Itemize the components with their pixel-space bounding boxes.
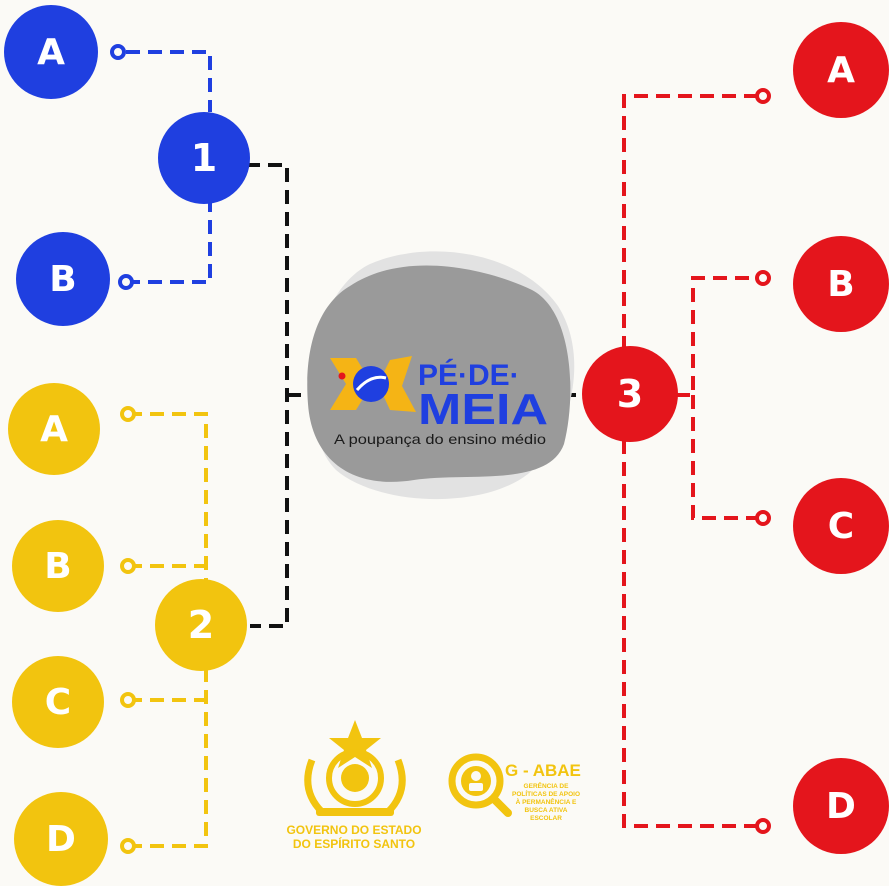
node-yellow-b: B [12,520,104,612]
node-red-b: B [793,236,889,332]
node-yellow-d: D [14,792,108,886]
node-blue-b: B [16,232,110,326]
logo-title-line1: PÉ·DE· [418,358,520,392]
endpoint-yellow-b [120,558,136,574]
gabae-title: G - ABAE [505,761,581,780]
node-hub-3: 3 [582,346,678,442]
connector-yellow-a [128,412,208,594]
connector-blue-a [126,50,212,112]
endpoint-yellow-d [120,838,136,854]
pe-de-meia-sock-logo-icon [330,356,416,412]
connector-red-d [622,440,757,828]
connector-blue-b [126,202,212,284]
endpoint-red-b [755,270,771,286]
endpoint-red-d [755,818,771,834]
gabae-subtitle-line: POLÍTICAS DE APOIO [512,789,580,798]
logo-tagline: A poupança do ensino médio [334,431,546,447]
gabae-subtitle-line: GERÊNCIA DE [524,781,570,790]
government-line1: GOVERNO DO ESTADO [286,823,421,837]
magnifier-student-icon [448,753,512,817]
gabae-subtitle-line: ESCOLAR [530,815,562,822]
connector-yellow-d [128,670,208,848]
gabae-subtitle-line: BUSCA ATIVA [525,807,568,814]
endpoint-red-a [755,88,771,104]
endpoint-yellow-c [120,692,136,708]
node-red-a: A [793,22,889,118]
endpoint-red-c [755,510,771,526]
logo-blob [307,265,571,482]
connector-red-bc [676,276,757,520]
node-hub-2: 2 [155,579,247,671]
government-line2: DO ESPÍRITO SANTO [293,836,415,851]
node-red-d: D [793,758,889,854]
node-hub-1: 1 [158,112,250,204]
endpoint-yellow-a [120,406,136,422]
node-blue-a: A [4,5,98,99]
logo-title-line2: MEIA [418,385,548,434]
connector-red-a [622,94,757,350]
endpoint-blue-b [118,274,134,290]
node-yellow-a: A [8,383,100,475]
gabae-subtitle-line: À PERMANÊNCIA E [516,797,577,806]
coat-of-arms-icon [304,720,406,816]
node-red-c: C [793,478,889,574]
endpoint-blue-a [110,44,126,60]
node-yellow-c: C [12,656,104,748]
